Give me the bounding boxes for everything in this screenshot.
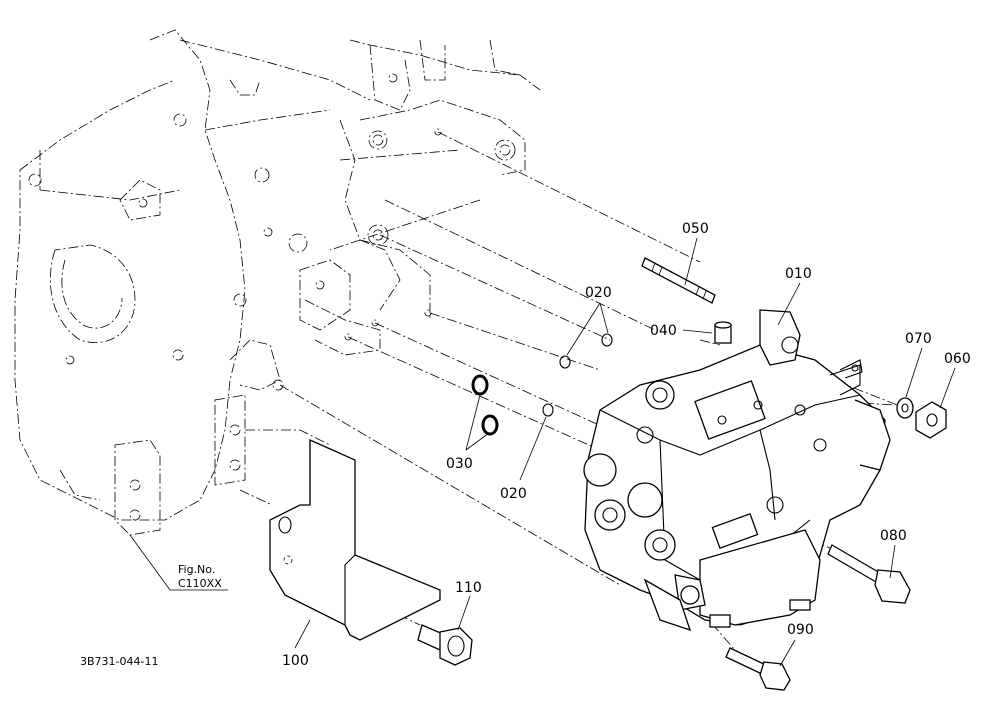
drawing-code: 3B731-044-11	[80, 655, 158, 668]
label-010: 010	[785, 266, 812, 282]
leader-lines	[129, 237, 956, 667]
figure-reference-line1: Fig.No.	[178, 563, 215, 576]
bolt-090	[725, 647, 791, 691]
label-110: 110	[455, 580, 482, 596]
label-090: 090	[787, 622, 814, 638]
bracket	[269, 438, 441, 641]
control-valve-assembly	[583, 309, 891, 632]
o-rings	[471, 333, 613, 436]
transmission-housing-outline	[14, 29, 541, 536]
label-030: 030	[446, 456, 473, 472]
label-020-lower: 020	[500, 486, 527, 502]
plug	[714, 321, 732, 344]
figure-reference-line2: C110XX	[178, 577, 222, 590]
label-040: 040	[650, 323, 677, 339]
label-070: 070	[905, 331, 932, 347]
bolt-080	[827, 544, 911, 604]
label-020-upper: 020	[585, 285, 612, 301]
label-060: 060	[944, 351, 971, 367]
stud-bolt	[641, 257, 716, 304]
label-050: 050	[682, 221, 709, 237]
washer-and-nut	[896, 397, 947, 439]
label-080: 080	[880, 528, 907, 544]
flange-bolt-110	[417, 624, 473, 666]
label-100: 100	[282, 653, 309, 669]
